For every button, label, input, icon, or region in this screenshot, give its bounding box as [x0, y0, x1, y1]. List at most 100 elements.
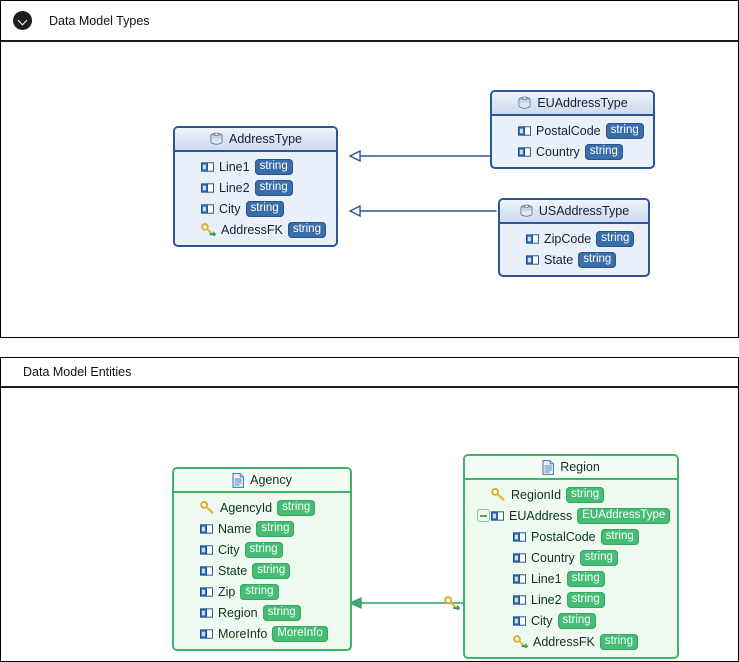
field-name: State — [218, 563, 248, 578]
foreign-key-icon — [513, 635, 529, 650]
entity-fields-usaddresstype: ZipCode string State string — [500, 224, 648, 275]
attribute-icon — [518, 125, 531, 136]
entity-box-usaddresstype[interactable]: USAddressType ZipCode string — [498, 198, 650, 277]
field-type-badge: string — [244, 541, 283, 558]
field-row[interactable]: Name string — [174, 518, 350, 539]
entity-box-agency[interactable]: Agency AgencyId string — [172, 467, 352, 651]
attribute-icon — [200, 628, 213, 639]
field-type-badge: string — [605, 122, 644, 139]
type-stack-icon — [519, 204, 534, 218]
field-row[interactable]: City string — [175, 198, 336, 219]
field-row[interactable]: City string — [465, 610, 677, 631]
attribute-icon — [491, 510, 504, 521]
field-row[interactable]: ZipCode string — [500, 228, 648, 249]
panel-title-types: Data Model Types — [49, 13, 150, 28]
entity-box-euaddresstype[interactable]: EUAddressType PostalCode string — [490, 90, 655, 169]
entity-name-agency: Agency — [250, 473, 292, 487]
field-type-badge: string — [245, 200, 284, 217]
field-name: State — [544, 252, 574, 267]
attribute-icon — [513, 531, 526, 542]
entity-header-agency: Agency — [174, 469, 350, 493]
entity-document-icon — [542, 459, 555, 475]
foreign-key-icon — [444, 596, 461, 612]
field-type-badge: string — [240, 583, 279, 600]
field-row[interactable]: PostalCode string — [465, 526, 677, 547]
field-type-badge: string — [252, 562, 291, 579]
field-row[interactable]: Country string — [492, 141, 653, 162]
field-row[interactable]: AddressFK string — [465, 631, 677, 652]
field-name: City — [219, 201, 241, 216]
field-row[interactable]: Line1 string — [465, 568, 677, 589]
field-row[interactable]: City string — [174, 539, 350, 560]
field-type-badge: string — [596, 230, 635, 247]
attribute-icon — [518, 146, 531, 157]
field-row[interactable]: RegionId string — [465, 484, 677, 505]
field-name: AgencyId — [220, 500, 273, 515]
attribute-icon — [201, 161, 214, 172]
entity-name-euaddresstype: EUAddressType — [537, 96, 628, 110]
field-row[interactable]: Country string — [465, 547, 677, 568]
connectors-types — [348, 149, 497, 218]
type-stack-icon — [517, 96, 532, 110]
field-type-badge: MoreInfo — [272, 625, 328, 642]
field-name: PostalCode — [536, 123, 601, 138]
collapse-minus-icon[interactable] — [477, 509, 490, 522]
field-row[interactable]: Region string — [174, 602, 350, 623]
field-row[interactable]: AddressFK string — [175, 219, 336, 240]
field-name: Line1 — [219, 159, 250, 174]
field-name: Name — [218, 521, 252, 536]
field-name: AddressFK — [533, 634, 595, 649]
attribute-icon — [201, 182, 214, 193]
entity-name-region: Region — [560, 460, 600, 474]
field-row[interactable]: PostalCode string — [492, 120, 653, 141]
field-row[interactable]: Line2 string — [175, 177, 336, 198]
field-type-badge: string — [277, 499, 316, 516]
attribute-icon — [200, 586, 213, 597]
field-name: Line1 — [531, 571, 562, 586]
primary-key-icon — [200, 501, 215, 514]
field-row[interactable]: AgencyId string — [174, 497, 350, 518]
field-name: City — [531, 613, 553, 628]
field-name: MoreInfo — [218, 626, 268, 641]
field-name: Line2 — [219, 180, 250, 195]
field-row[interactable]: State string — [174, 560, 350, 581]
field-type-badge: string — [584, 143, 623, 160]
field-type-badge: string — [599, 633, 638, 650]
field-type-badge: string — [557, 612, 596, 629]
field-type-badge: string — [578, 251, 617, 268]
entity-fields-region: RegionId string EUAddress — [465, 480, 677, 657]
field-name: City — [218, 542, 240, 557]
field-name: Zip — [218, 584, 236, 599]
field-row[interactable]: MoreInfo MoreInfo — [174, 623, 350, 644]
field-type-badge: string — [256, 520, 295, 537]
entity-box-addresstype[interactable]: AddressType Line1 string — [173, 126, 338, 247]
field-type-badge: string — [287, 221, 326, 238]
field-row[interactable]: State string — [500, 249, 648, 270]
entity-name-addresstype: AddressType — [229, 132, 302, 146]
attribute-icon — [513, 615, 526, 626]
entity-document-icon — [232, 472, 245, 488]
chevron-down-icon[interactable] — [13, 11, 32, 30]
attribute-icon — [200, 565, 213, 576]
field-type-badge: string — [566, 570, 605, 587]
field-row[interactable]: Line1 string — [175, 156, 336, 177]
attribute-icon — [526, 254, 539, 265]
canvas-entities: Agency AgencyId string — [1, 388, 738, 661]
field-row[interactable]: Line2 string — [465, 589, 677, 610]
attribute-icon — [513, 573, 526, 584]
attribute-icon — [200, 523, 213, 534]
field-name: EUAddress — [509, 508, 573, 523]
field-name: PostalCode — [531, 529, 596, 544]
canvas-types: AddressType Line1 string — [1, 42, 738, 337]
entity-header-addresstype: AddressType — [175, 128, 336, 152]
entity-box-region[interactable]: Region RegionId string — [463, 454, 679, 659]
field-row[interactable]: Zip string — [174, 581, 350, 602]
field-row[interactable]: EUAddress EUAddressType — [465, 505, 677, 526]
attribute-icon — [200, 544, 213, 555]
panel-title-entities: Data Model Entities — [23, 365, 132, 379]
field-type-badge: string — [262, 604, 301, 621]
entity-fields-euaddresstype: PostalCode string Country string — [492, 116, 653, 167]
foreign-key-icon — [201, 223, 217, 238]
field-name: Line2 — [531, 592, 562, 607]
